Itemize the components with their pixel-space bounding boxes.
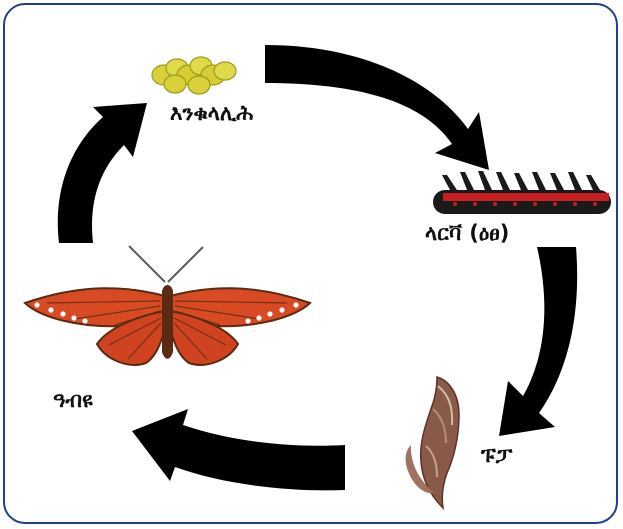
- larva-stage-label: ላርቫ (ዕፀ): [425, 223, 509, 244]
- adult-stage-label: ዓብዩ: [53, 390, 93, 411]
- arrow-pupa-to-adult: [132, 409, 345, 490]
- butterfly-illustration: [25, 246, 310, 365]
- lifecycle-diagram: [5, 5, 618, 524]
- egg-cluster-illustration: [152, 57, 236, 94]
- lifecycle-frame: እንቁላሊሕ ላርቫ (ዕፀ) ፑፓ ዓብዩ: [3, 3, 618, 524]
- arrow-larva-to-pupa: [499, 247, 577, 436]
- pupa-illustration: [406, 377, 459, 508]
- egg-stage-label: እንቁላሊሕ: [170, 103, 253, 124]
- arrow-adult-to-egg: [58, 103, 147, 243]
- larva-illustration: [433, 171, 611, 214]
- arrow-egg-to-larva: [265, 45, 489, 170]
- pupa-stage-label: ፑፓ: [481, 445, 512, 466]
